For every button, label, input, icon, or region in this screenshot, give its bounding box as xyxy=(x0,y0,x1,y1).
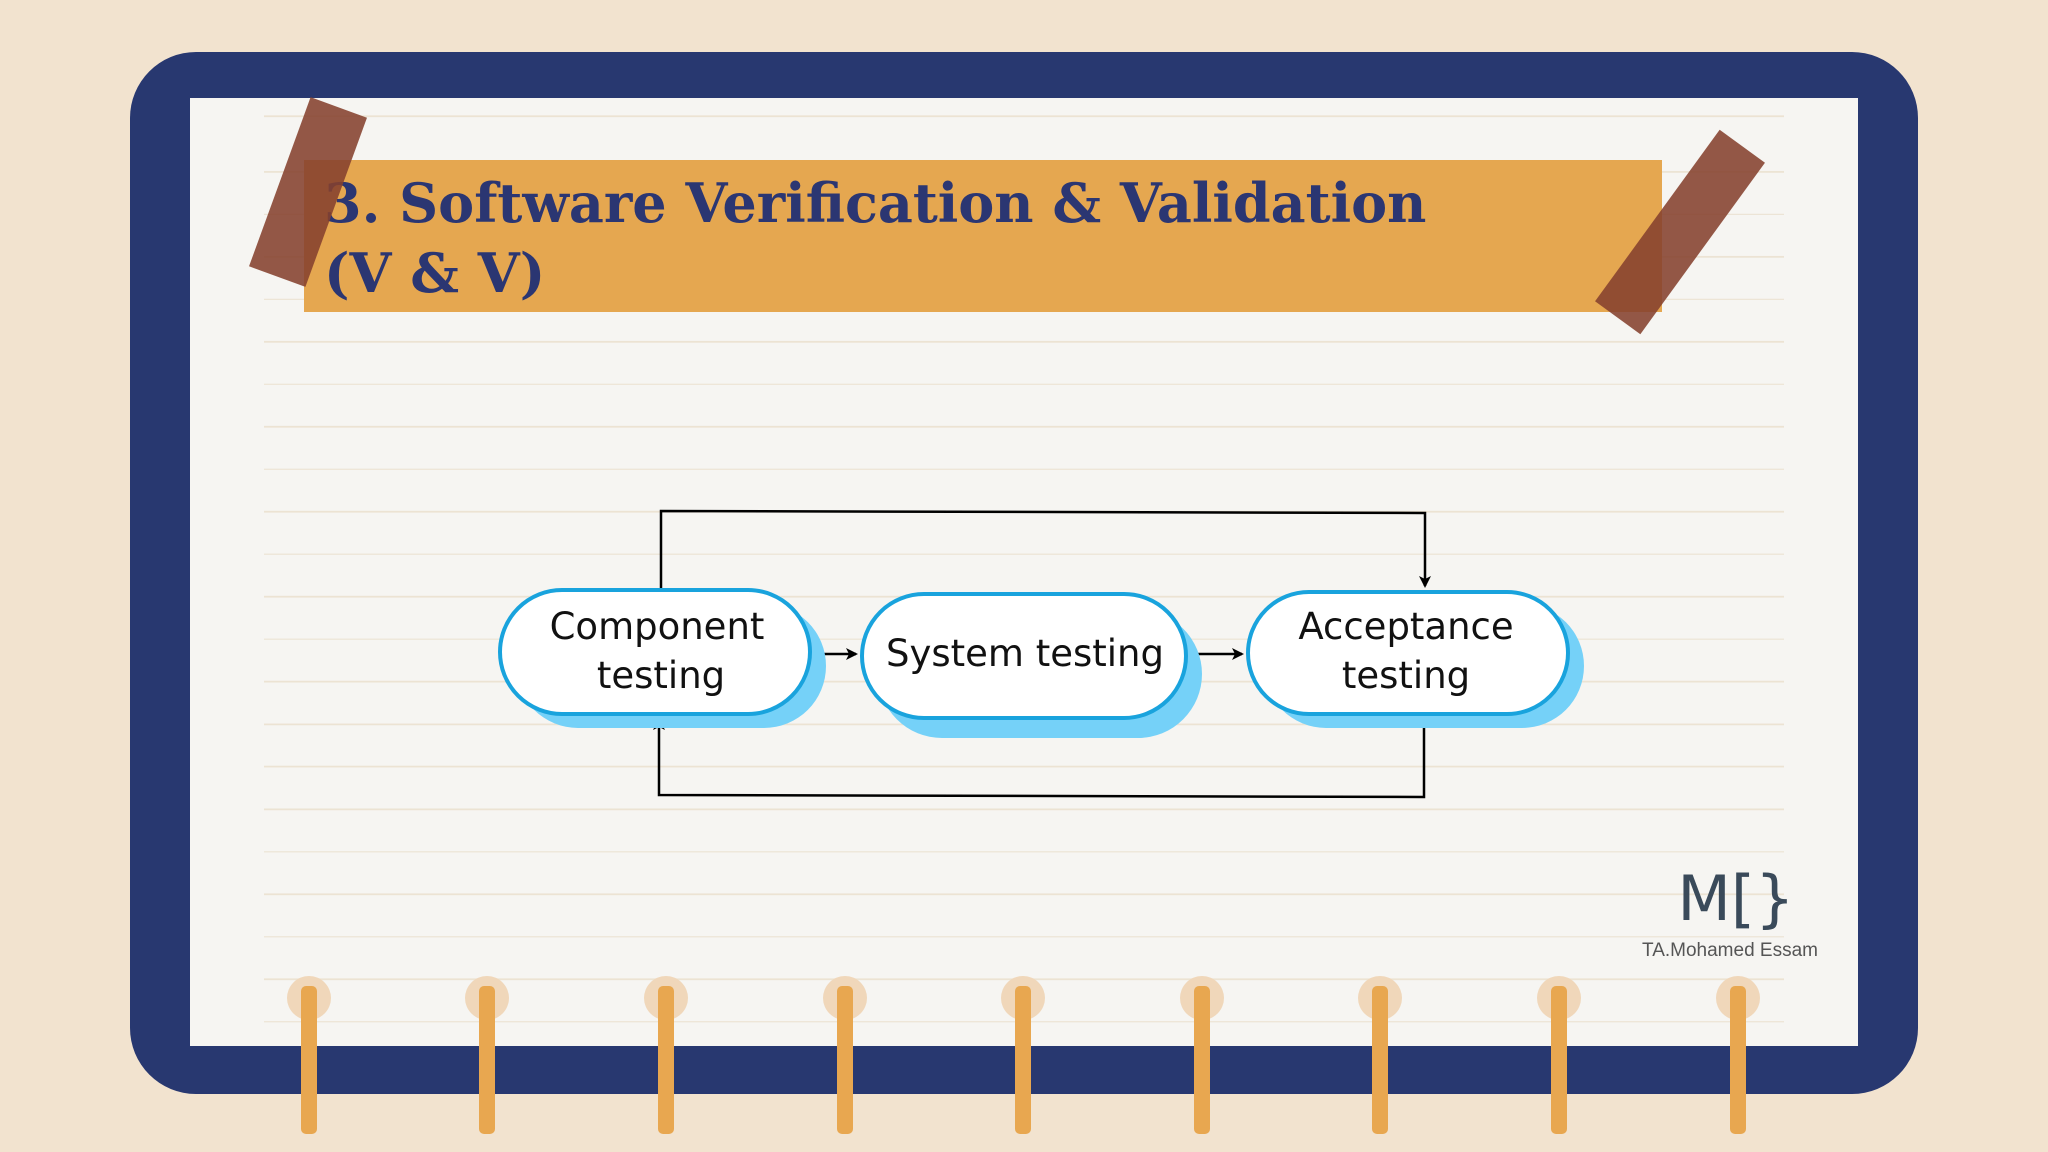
node-system-testing: System testing xyxy=(860,592,1202,738)
node-acceptance-testing: Acceptance testing xyxy=(1246,590,1584,728)
slide-title-line-1: 3. Software Verification & Validation xyxy=(324,171,1427,235)
node-system-label: System testing xyxy=(886,632,1164,675)
binder-peg-icon xyxy=(837,986,853,1134)
node-component-label-2: testing xyxy=(597,654,725,697)
brand-caption: TA.Mohamed Essam xyxy=(1642,940,1818,961)
node-acceptance-label-2: testing xyxy=(1342,654,1470,697)
node-acceptance-label-1: Acceptance xyxy=(1298,605,1513,648)
arrow-component-to-acceptance-top xyxy=(659,509,1431,592)
brand-logo-text: M[} xyxy=(1677,862,1794,934)
binder-peg-icon xyxy=(1551,986,1567,1134)
brand-logo-icon: M[} xyxy=(1677,862,1794,934)
binder-peg-icon xyxy=(1194,986,1210,1134)
binder-peg-icon xyxy=(1372,986,1388,1134)
binder-peg-icon xyxy=(301,986,317,1134)
binder-peg-icon xyxy=(1015,986,1031,1134)
binder-peg-icon xyxy=(658,986,674,1134)
node-component-label-1: Component xyxy=(550,605,765,648)
arrow-acceptance-to-component-bottom xyxy=(653,718,1426,799)
node-component-testing: Component testing xyxy=(498,588,826,728)
binder-peg-icon xyxy=(1730,986,1746,1134)
slide-title-line-2: (V & V) xyxy=(324,241,546,305)
binder-peg-icon xyxy=(479,986,495,1134)
slide-title: 3. Software Verification & Validation (V… xyxy=(324,168,1624,308)
title-banner xyxy=(304,160,1662,312)
